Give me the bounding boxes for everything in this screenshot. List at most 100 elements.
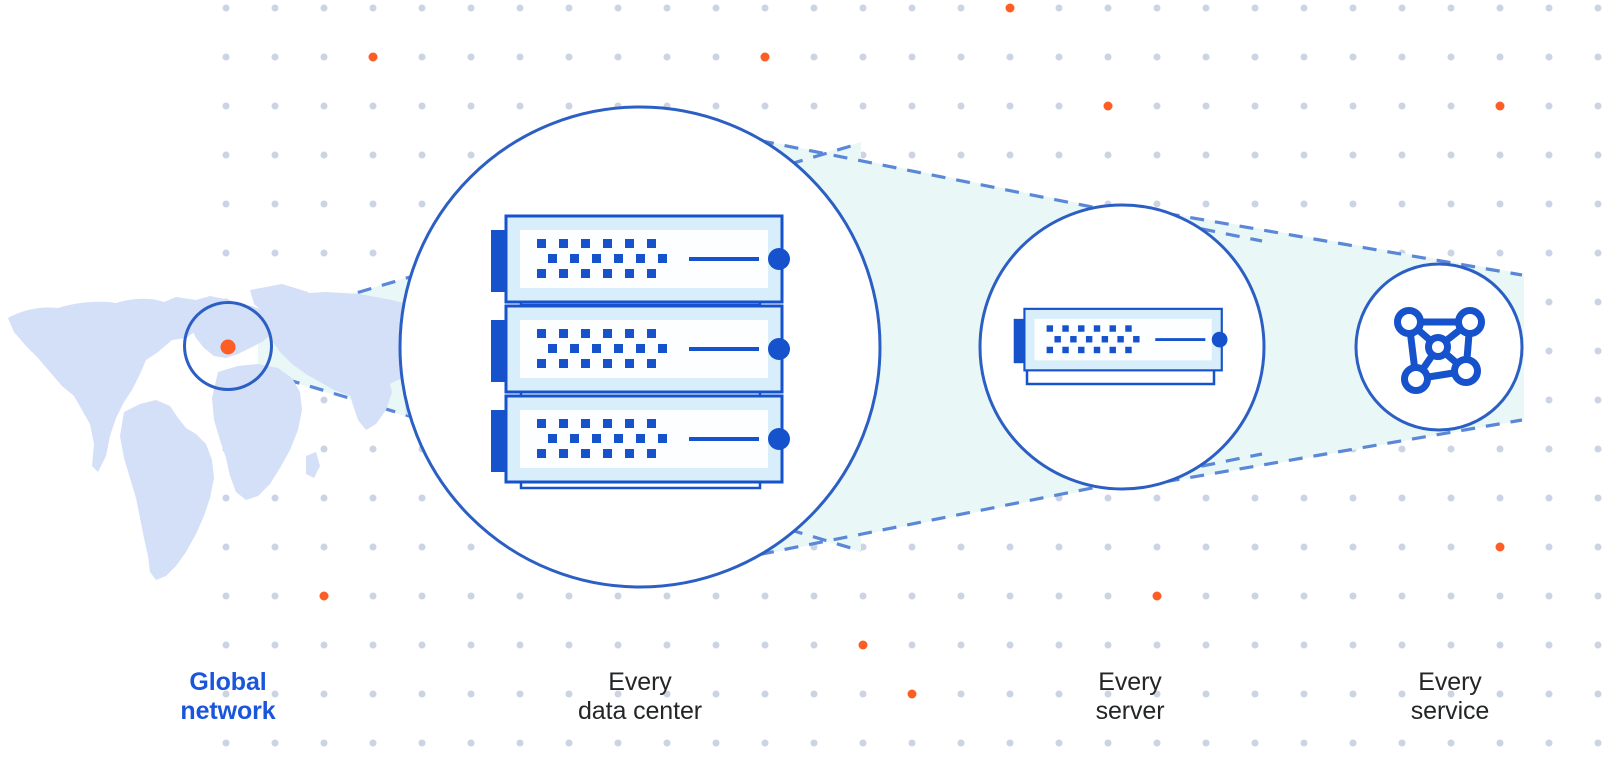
grid-dot bbox=[859, 102, 867, 110]
grid-dot bbox=[957, 53, 965, 61]
grid-dot bbox=[1496, 494, 1504, 502]
grid-dot bbox=[1349, 641, 1357, 649]
grid-dot-highlight bbox=[1103, 101, 1113, 111]
grid-dot bbox=[369, 739, 377, 747]
grid-dot bbox=[1496, 739, 1504, 747]
grid-dot bbox=[1104, 4, 1112, 12]
grid-dot bbox=[810, 4, 818, 12]
grid-dot bbox=[467, 739, 475, 747]
grid-dot bbox=[957, 151, 965, 159]
grid-dot bbox=[1496, 151, 1504, 159]
grid-dot bbox=[761, 4, 769, 12]
grid-dot bbox=[614, 739, 622, 747]
grid-dot bbox=[418, 494, 426, 502]
grid-dot bbox=[1545, 445, 1553, 453]
grid-dot bbox=[1398, 200, 1406, 208]
grid-dot bbox=[1447, 4, 1455, 12]
network-node-dots bbox=[1394, 307, 1485, 394]
grid-dot bbox=[908, 543, 916, 551]
grid-dot bbox=[1006, 543, 1014, 551]
grid-dot bbox=[418, 200, 426, 208]
grid-dot bbox=[859, 543, 867, 551]
grid-dot bbox=[320, 543, 328, 551]
grid-dot bbox=[320, 445, 328, 453]
grid-dot-highlight bbox=[368, 52, 378, 62]
grid-dot bbox=[614, 592, 622, 600]
grid-dot bbox=[1545, 151, 1553, 159]
grid-dot bbox=[1153, 53, 1161, 61]
grid-dot bbox=[1398, 739, 1406, 747]
grid-dot bbox=[1153, 739, 1161, 747]
grid-dot bbox=[369, 151, 377, 159]
grid-dot bbox=[1153, 102, 1161, 110]
grid-dot bbox=[222, 690, 230, 698]
grid-dot bbox=[1594, 249, 1602, 257]
grid-dot bbox=[1349, 494, 1357, 502]
grid-dot bbox=[908, 641, 916, 649]
grid-dot bbox=[908, 102, 916, 110]
grid-dot-highlight bbox=[907, 689, 917, 699]
grid-dot bbox=[565, 690, 573, 698]
grid-dot bbox=[1545, 200, 1553, 208]
grid-dot bbox=[1055, 739, 1063, 747]
grid-dot bbox=[908, 592, 916, 600]
grid-dot bbox=[1251, 151, 1259, 159]
grid-dot bbox=[1545, 102, 1553, 110]
grid-dot bbox=[320, 494, 328, 502]
grid-dot bbox=[957, 592, 965, 600]
grid-dot bbox=[1447, 102, 1455, 110]
grid-dot bbox=[271, 543, 279, 551]
grid-dot bbox=[1104, 494, 1112, 502]
grid-dot bbox=[516, 4, 524, 12]
grid-dot bbox=[1447, 592, 1455, 600]
grid-dot bbox=[957, 690, 965, 698]
grid-dot bbox=[1349, 543, 1357, 551]
grid-dot bbox=[320, 739, 328, 747]
grid-dot bbox=[516, 592, 524, 600]
grid-dot bbox=[271, 151, 279, 159]
grid-dot bbox=[565, 739, 573, 747]
grid-dot bbox=[1006, 641, 1014, 649]
grid-dot bbox=[1055, 4, 1063, 12]
grid-dot bbox=[1594, 690, 1602, 698]
grid-dot bbox=[908, 4, 916, 12]
grid-dot bbox=[1398, 151, 1406, 159]
grid-dot bbox=[320, 641, 328, 649]
grid-dot bbox=[565, 4, 573, 12]
grid-dot bbox=[271, 739, 279, 747]
grid-dot bbox=[1202, 151, 1210, 159]
grid-dot bbox=[810, 739, 818, 747]
grid-dot bbox=[1545, 690, 1553, 698]
grid-dot bbox=[418, 543, 426, 551]
grid-dot bbox=[222, 249, 230, 257]
grid-dot bbox=[1545, 249, 1553, 257]
grid-dot bbox=[810, 592, 818, 600]
grid-dot-highlight bbox=[319, 591, 329, 601]
grid-dot bbox=[1251, 592, 1259, 600]
grid-dot bbox=[859, 53, 867, 61]
grid-dot bbox=[1300, 494, 1308, 502]
grid-dot bbox=[663, 641, 671, 649]
grid-dot bbox=[271, 4, 279, 12]
grid-dot bbox=[1202, 4, 1210, 12]
grid-dot bbox=[369, 4, 377, 12]
grid-dot bbox=[1202, 102, 1210, 110]
grid-dot bbox=[1398, 690, 1406, 698]
grid-dot bbox=[222, 151, 230, 159]
grid-dot bbox=[369, 494, 377, 502]
grid-dot bbox=[1300, 641, 1308, 649]
grid-dot bbox=[1496, 445, 1504, 453]
grid-dot bbox=[1006, 690, 1014, 698]
grid-dot bbox=[1349, 592, 1357, 600]
grid-dot bbox=[1398, 4, 1406, 12]
grid-dot bbox=[1251, 4, 1259, 12]
grid-dot bbox=[1251, 200, 1259, 208]
grid-dot bbox=[222, 592, 230, 600]
grid-dot bbox=[320, 4, 328, 12]
grid-dot bbox=[320, 396, 328, 404]
grid-dot bbox=[1300, 739, 1308, 747]
grid-dot bbox=[1545, 396, 1553, 404]
grid-dot bbox=[1006, 53, 1014, 61]
grid-dot bbox=[1153, 690, 1161, 698]
grid-dot bbox=[271, 494, 279, 502]
